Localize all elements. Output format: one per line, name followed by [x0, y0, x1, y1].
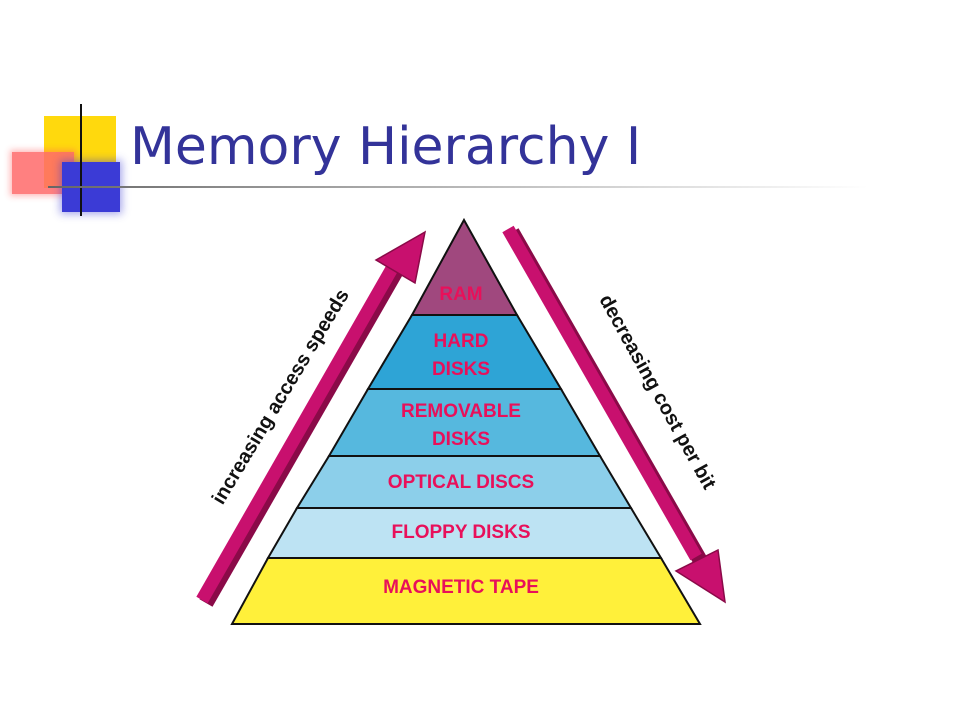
tier-label-magnetic-tape: MAGNETIC TAPE	[383, 577, 539, 598]
title-underline	[48, 186, 868, 188]
decorative-vertical-line	[80, 104, 82, 216]
tier-label-ram: RAM	[439, 284, 482, 305]
tier-labels: RAM HARD DISKS REMOVABLE DISKS OPTICAL D…	[383, 284, 539, 598]
right-arrow-shaft	[502, 225, 702, 561]
left-arrow-head	[374, 230, 427, 285]
tier-label-removable-disks-line-2: DISKS	[432, 429, 490, 450]
pyramid-tiers	[230, 217, 702, 625]
tier-label-hard-disks-line-1: HARD	[434, 331, 489, 352]
right-arrow-label: decreasing cost per bit	[595, 291, 721, 493]
tier-label-removable-disks-line-1: REMOVABLE	[401, 401, 521, 422]
slide-title: Memory Hierarchy I	[130, 117, 642, 177]
tier-label-hard-disks-line-2: DISKS	[432, 359, 490, 380]
tier-magnetic-tape	[230, 557, 702, 625]
right-arrow-head	[674, 548, 726, 604]
left-arrow-shaft	[196, 261, 400, 604]
tier-label-floppy-disks: FLOPPY DISKS	[391, 522, 530, 543]
tier-label-optical-discs: OPTICAL DISCS	[388, 472, 534, 493]
